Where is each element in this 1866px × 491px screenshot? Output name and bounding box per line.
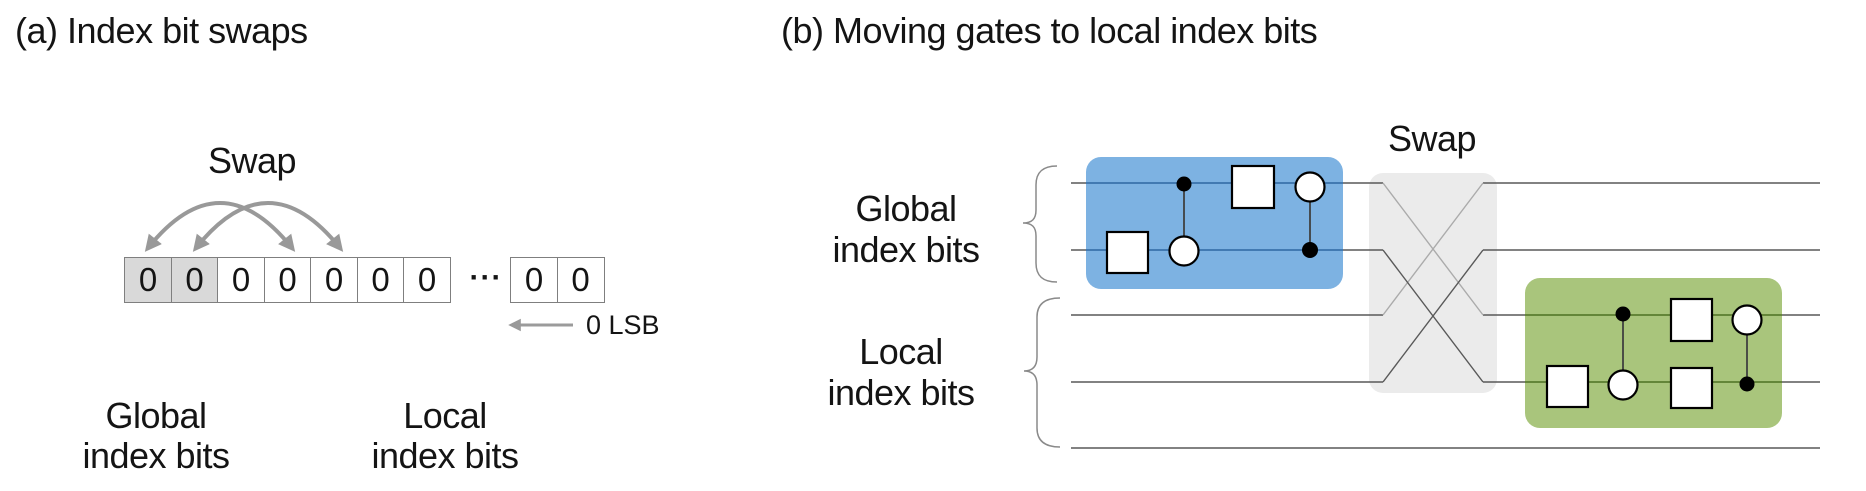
bit-cell-global: 0 bbox=[124, 257, 172, 303]
swap-arc-1 bbox=[144, 201, 296, 252]
label-line: Local bbox=[403, 395, 487, 436]
swap-box bbox=[1369, 173, 1497, 393]
lsb-label: 0 LSB bbox=[586, 310, 660, 340]
qubit-wires bbox=[1071, 182, 1820, 449]
label-line: Local bbox=[859, 331, 943, 372]
target-circle bbox=[1607, 369, 1639, 401]
local-brace bbox=[1023, 297, 1061, 448]
local-box-gates bbox=[1545, 297, 1763, 410]
panel-b-swap-label: Swap bbox=[1387, 118, 1477, 159]
control-dot bbox=[1176, 176, 1192, 192]
control-dot bbox=[1615, 306, 1631, 322]
target-circle bbox=[1294, 171, 1326, 203]
label-line: index bits bbox=[832, 229, 980, 270]
bit-cell-global: 0 bbox=[170, 257, 219, 303]
bit-cell: 0 bbox=[310, 257, 358, 303]
label-line: index bits bbox=[371, 435, 519, 476]
bit-cell: 0 bbox=[263, 257, 312, 303]
swap-crossing-wires bbox=[1382, 182, 1484, 383]
panel-b-global-label: Global index bits bbox=[832, 188, 980, 270]
bit-cells-right: 0 0 bbox=[510, 257, 605, 303]
label-line: index bits bbox=[827, 372, 975, 413]
bit-cell: 0 bbox=[217, 257, 265, 303]
label-line: Global bbox=[105, 395, 207, 436]
label-line: index bits bbox=[82, 435, 230, 476]
bit-cell-lsb: 0 bbox=[556, 257, 605, 303]
global-brace bbox=[1022, 165, 1058, 283]
target-circle bbox=[1168, 235, 1200, 267]
bit-cell: 0 bbox=[403, 257, 451, 303]
global-box-gates bbox=[1105, 164, 1326, 275]
panel-b-title: (b) Moving gates to local index bits bbox=[781, 10, 1318, 51]
ellipsis: ··· bbox=[469, 261, 503, 294]
gate-square bbox=[1669, 366, 1714, 410]
gate-square bbox=[1669, 297, 1714, 343]
label-line: Global bbox=[855, 188, 957, 229]
bit-cells-left: 0 0 0 0 0 0 0 bbox=[124, 257, 451, 303]
wire-group-braces bbox=[1022, 165, 1061, 448]
global-gates-box bbox=[1086, 157, 1343, 289]
cross-dark bbox=[1382, 249, 1484, 383]
gate-square bbox=[1545, 364, 1590, 409]
panel-a-global-label: Global index bits bbox=[82, 395, 230, 476]
bit-cell-lsb: 0 bbox=[510, 257, 558, 303]
panel-b-local-label: Local index bits bbox=[827, 331, 975, 413]
swap-arc-2 bbox=[192, 201, 344, 252]
bit-cell: 0 bbox=[356, 257, 405, 303]
panel-a-swap-label: Swap bbox=[207, 140, 297, 181]
control-dot bbox=[1739, 376, 1755, 392]
bit-swap-arrows bbox=[144, 201, 344, 252]
target-circle bbox=[1731, 304, 1763, 336]
panel-a-title: (a) Index bit swaps bbox=[15, 10, 308, 51]
gate-square bbox=[1230, 164, 1276, 210]
panel-a-local-label: Local index bits bbox=[371, 395, 519, 476]
gate-square bbox=[1105, 230, 1150, 275]
control-dot bbox=[1302, 242, 1318, 258]
cross-light bbox=[1382, 182, 1484, 316]
